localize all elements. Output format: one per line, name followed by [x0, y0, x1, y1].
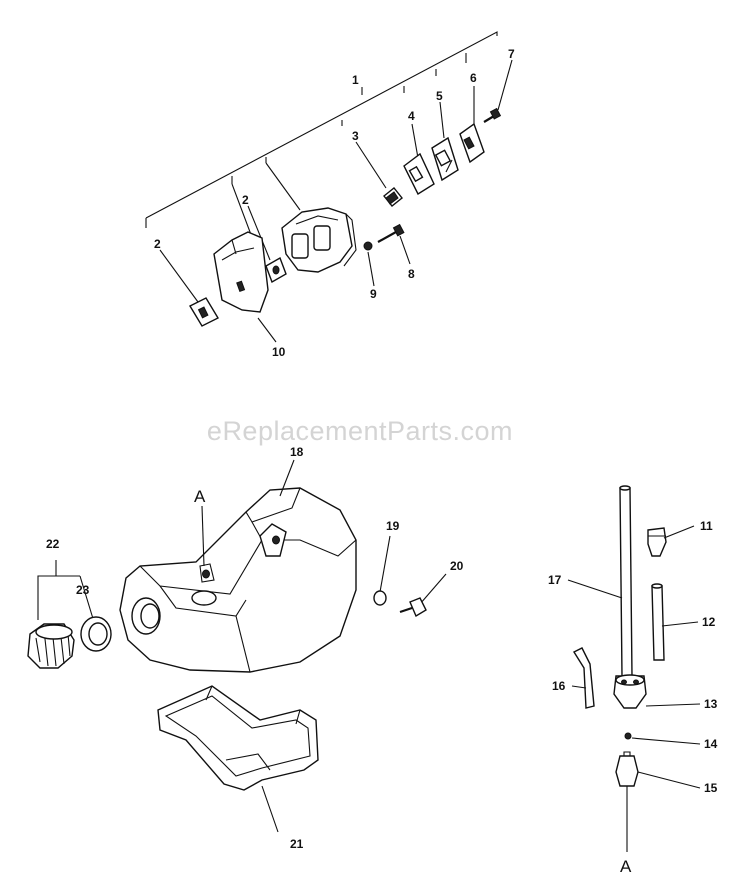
callout-8-leader	[399, 235, 411, 265]
callout-14: 14	[704, 737, 718, 751]
callout-3: 3	[352, 129, 359, 143]
ref-a-bottom: A	[620, 857, 632, 876]
screw-part-7	[483, 107, 502, 123]
bolt-part-20	[399, 597, 427, 618]
callout-20: 20	[450, 559, 464, 573]
callout-23: 23	[76, 583, 90, 597]
vent-part-11	[647, 527, 667, 557]
fuel-tank-assembly	[27, 459, 447, 833]
callout-12: 12	[702, 615, 716, 629]
tank-cradle-part-21	[157, 685, 319, 791]
callout-6: 6	[470, 71, 477, 85]
gasket-part-2b	[265, 256, 287, 284]
callout-16: 16	[552, 679, 566, 693]
callout-7-leader	[497, 59, 513, 111]
fuel-tank-part-18	[119, 487, 357, 673]
gasket-part-4	[403, 152, 435, 196]
ref-a-top: A	[194, 487, 206, 506]
callout-13: 13	[704, 697, 718, 711]
callout-20-leader	[419, 573, 447, 605]
callout-17: 17	[548, 573, 562, 587]
short-line-part-16	[572, 647, 595, 709]
callout-19: 19	[386, 519, 400, 533]
plate-part-3	[383, 187, 403, 207]
callout-3-leader	[355, 141, 387, 189]
callout-16-leader	[571, 685, 587, 689]
callout-14-leader	[631, 737, 701, 745]
muffler-body	[281, 207, 357, 273]
callout-21: 21	[290, 837, 304, 851]
callout-9-leader	[367, 251, 375, 287]
heat-shield-part-10	[213, 231, 269, 313]
callout-2a: 2	[154, 237, 161, 251]
watermark: eReplacementParts.com	[207, 416, 513, 446]
callout-21-leader	[261, 785, 279, 833]
cap-gasket-part-23	[80, 616, 112, 652]
callout-18: 18	[290, 445, 304, 459]
fuel-cap-part-22	[27, 623, 75, 669]
callout-5-leader	[439, 101, 445, 139]
callout-2b: 2	[242, 193, 249, 207]
washer-part-9	[363, 241, 373, 251]
bolt-part-8	[377, 223, 405, 243]
cover-part-5	[431, 136, 459, 182]
callout-10: 10	[272, 345, 286, 359]
callout-12-leader	[661, 621, 699, 627]
callout-15-leader	[637, 771, 701, 789]
fuel-line-part-17	[619, 485, 633, 677]
callout-15: 15	[704, 781, 718, 795]
callout-13-leader	[645, 703, 701, 707]
callout-8: 8	[408, 267, 415, 281]
callout-18-leader	[279, 459, 295, 497]
callout-11-leader	[663, 525, 695, 539]
screen-part-6	[459, 122, 485, 164]
callout-22: 22	[46, 537, 60, 551]
callout-2b-leader	[247, 205, 271, 261]
ball-part-14	[624, 732, 632, 740]
muffler-assembly	[145, 31, 513, 343]
return-line-part-12	[651, 583, 665, 661]
callout-7: 7	[508, 47, 515, 61]
callout-11: 11	[700, 519, 713, 533]
callout-22-bracket	[37, 575, 80, 620]
callout-19-leader	[379, 535, 391, 593]
gasket-part-2a	[189, 297, 219, 327]
callout-10-leader	[257, 317, 277, 343]
assembly-bracket-line	[145, 31, 498, 219]
callout-4-leader	[411, 123, 419, 159]
callout-17-leader	[567, 579, 623, 599]
ref-a-top-leader	[201, 505, 205, 567]
callout-4: 4	[408, 109, 415, 123]
grommet-part-13	[613, 674, 647, 709]
callout-23-leader	[79, 575, 95, 623]
callout-2a-leader	[159, 249, 199, 303]
callout-5: 5	[436, 89, 443, 103]
fuel-line-assembly	[567, 485, 701, 852]
washer-part-19	[373, 590, 387, 606]
callout-1: 1	[352, 73, 359, 87]
fuel-filter-part-15	[615, 751, 639, 796]
callout-9: 9	[370, 287, 377, 301]
